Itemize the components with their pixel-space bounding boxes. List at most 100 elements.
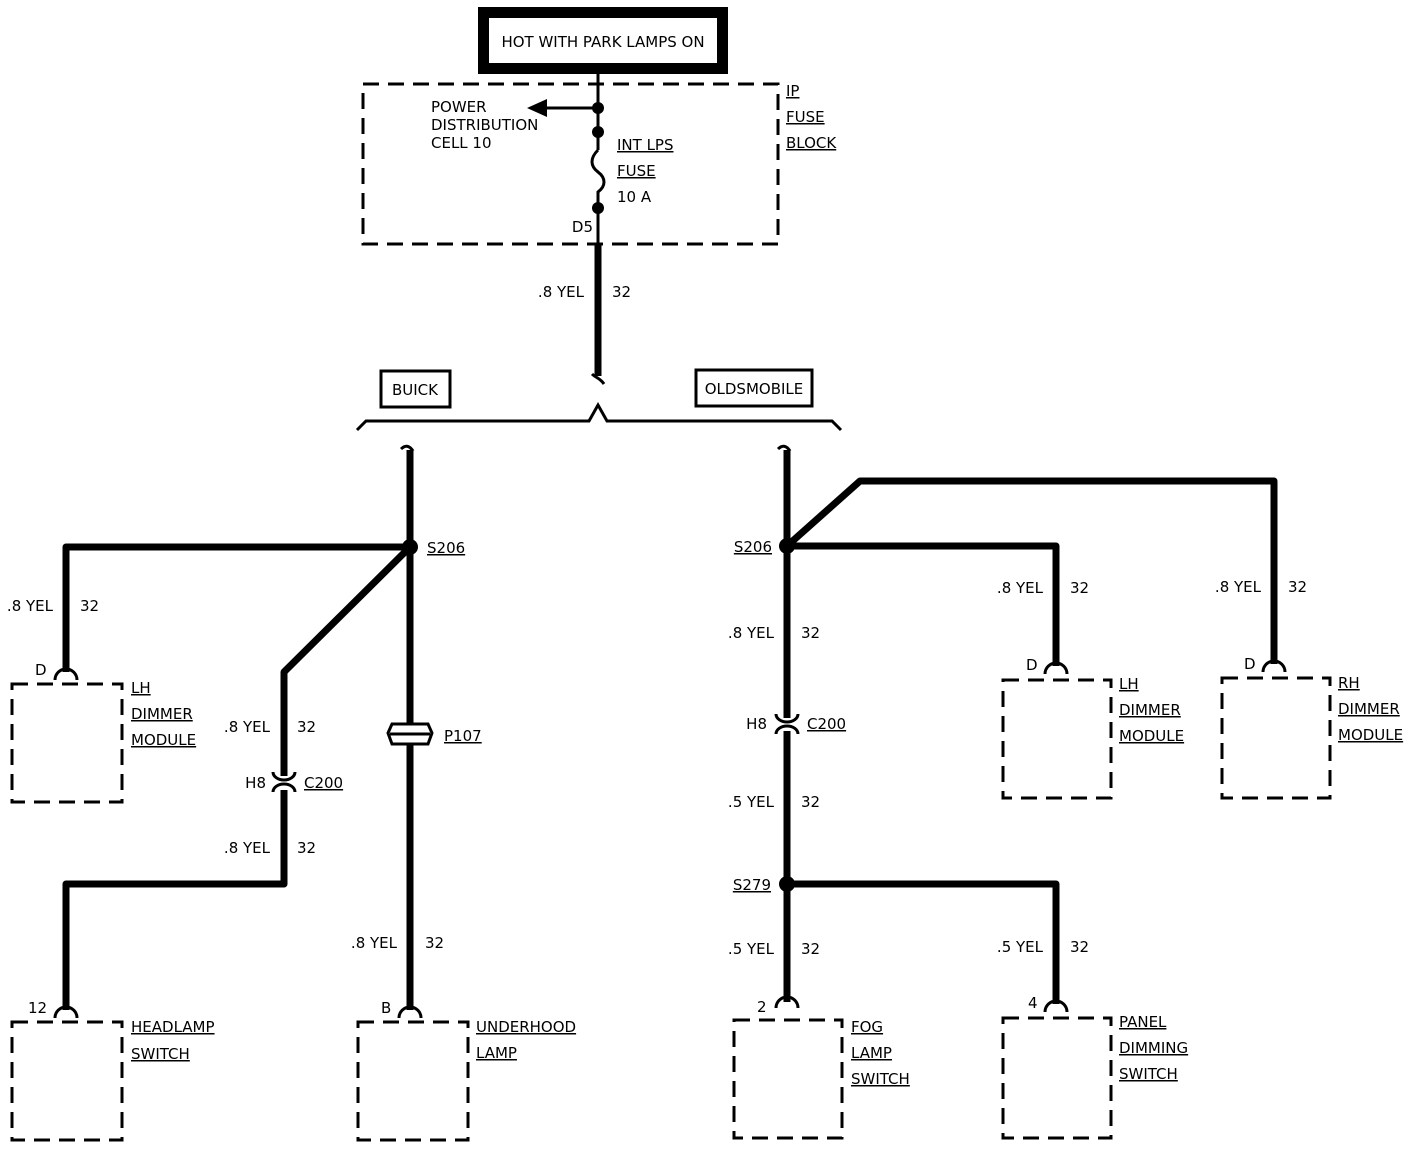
olds-fog-switch-box [732,1018,844,1140]
olds-rh-pin: D [1244,655,1256,673]
olds-fog-line-2: LAMP [851,1044,892,1062]
buick-after-c200-gauge: .8 YEL [224,839,271,857]
olds-panel-pin: 4 [1028,994,1038,1012]
olds-panel-switch-box [1001,1016,1113,1140]
olds-main-gauge: .8 YEL [728,624,775,642]
buick-headlamp-pin: 12 [28,999,47,1017]
olds-after-c200-circuit: 32 [801,793,820,811]
feed-wire-break-icon [590,372,606,385]
buick-after-c200-circuit: 32 [297,839,316,857]
olds-fog-circuit: 32 [801,940,820,958]
buick-c200-lower-icon [271,782,297,793]
buick-lh-circuit: 32 [80,597,99,615]
fuse-terminal-label: D5 [572,218,593,236]
buick-splice-label: S206 [427,539,465,557]
variant-brace [355,401,843,432]
buick-lh-gauge: .8 YEL [7,597,54,615]
buick-underhood-line-2: LAMP [476,1044,517,1062]
olds-rh-dimmer-box [1220,676,1332,800]
olds-panel-gauge: .5 YEL [997,938,1044,956]
buick-diag-wire [280,544,413,776]
fuse-top-node [592,126,604,138]
buick-headlamp-line-1: HEADLAMP [131,1018,215,1036]
olds-lh-connector-icon [1043,661,1069,675]
power-dist-line-3: CELL 10 [431,134,492,152]
olds-rh-gauge: .8 YEL [1215,578,1262,596]
fuse-label-2: FUSE [617,162,656,180]
olds-rh-line-1: RH [1338,674,1360,692]
buick-lh-dimmer-line-1: LH [131,679,151,697]
buick-underhood-line-1: UNDERHOOD [476,1018,576,1036]
olds-wire-break-icon [776,444,792,452]
olds-panel-line-2: DIMMING [1119,1039,1188,1057]
power-dist-line-2: DISTRIBUTION [431,116,538,134]
olds-rh-wire [784,477,1278,664]
variant-box-buick [379,369,452,409]
olds-panel-line-1: PANEL [1119,1013,1167,1031]
buick-headlamp-switch-box [10,1020,124,1142]
buick-c200-name: C200 [304,774,343,792]
olds-c200-lower-icon [774,724,800,735]
variant-label-buick: BUICK [392,381,439,399]
olds-lh-circuit: 32 [1070,579,1089,597]
buick-underhood-gauge: .8 YEL [351,934,398,952]
power-dist-arrow-icon [527,99,547,117]
fuse-symbol-icon [590,148,606,208]
fuse-label-1: INT LPS [617,136,674,154]
variant-label-oldsmobile: OLDSMOBILE [705,380,804,398]
olds-main-circuit: 32 [801,624,820,642]
buick-lh-dimmer-line-3: MODULE [131,731,196,749]
olds-rh-line-2: DIMMER [1338,700,1400,718]
olds-splice-label: S206 [734,538,772,556]
header-title: HOT WITH PARK LAMPS ON [501,33,704,51]
buick-headlamp-line-2: SWITCH [131,1045,190,1063]
olds-lh-pin: D [1026,656,1038,674]
olds-panel-wire [787,880,1060,1004]
olds-lh-line-3: MODULE [1119,727,1184,745]
feed-wire-gauge: .8 YEL [538,283,585,301]
power-dist-line-1: POWER [431,98,487,116]
olds-lh-dimmer-box [1001,678,1113,800]
buick-lh-pin: D [35,661,47,679]
olds-rh-circuit: 32 [1288,578,1307,596]
olds-lh-line-2: DIMMER [1119,701,1181,719]
olds-panel-connector-icon [1043,999,1069,1013]
buick-headlamp-wire [62,790,288,1010]
buick-lh-wire [62,543,410,672]
buick-lh-dimmer-line-2: DIMMER [131,705,193,723]
fuse-block-name-2: FUSE [786,108,825,126]
olds-after-c200-gauge: .5 YEL [728,793,775,811]
buick-headlamp-connector-icon [53,1005,79,1019]
olds-fog-connector-icon [774,995,800,1009]
fuse-block-name-3: BLOCK [786,134,837,152]
buick-diag-circuit: 32 [297,718,316,736]
fuse-label-3: 10 A [617,188,652,206]
feed-wire-circuit: 32 [612,283,631,301]
olds-lh-wire [787,542,1060,666]
buick-lh-dimmer-box [10,682,124,804]
buick-wire-break-icon [399,444,415,452]
buick-c200-upper-icon [271,771,297,782]
olds-lh-gauge: .8 YEL [997,579,1044,597]
buick-lh-connector-icon [53,667,79,681]
olds-c200-pin: H8 [746,715,767,733]
olds-lh-line-1: LH [1119,675,1139,693]
olds-rh-line-3: MODULE [1338,726,1403,744]
buick-diag-gauge: .8 YEL [224,718,271,736]
olds-splice2-label: S279 [733,876,771,894]
olds-panel-circuit: 32 [1070,938,1089,956]
buick-underhood-circuit: 32 [425,934,444,952]
buick-c200-pin: H8 [245,774,266,792]
header-box [487,16,719,65]
buick-p107-label: P107 [444,727,482,745]
variant-box-oldsmobile [694,368,814,408]
olds-rh-connector-icon [1261,659,1287,673]
buick-underhood-pin: B [381,999,391,1017]
olds-c200-name: C200 [807,715,846,733]
buick-underhood-lamp-box [356,1020,470,1142]
olds-fog-line-1: FOG [851,1018,883,1036]
ip-fuse-block-outline [361,82,780,246]
fuse-bus-node [592,102,604,114]
olds-fog-pin: 2 [757,998,767,1016]
